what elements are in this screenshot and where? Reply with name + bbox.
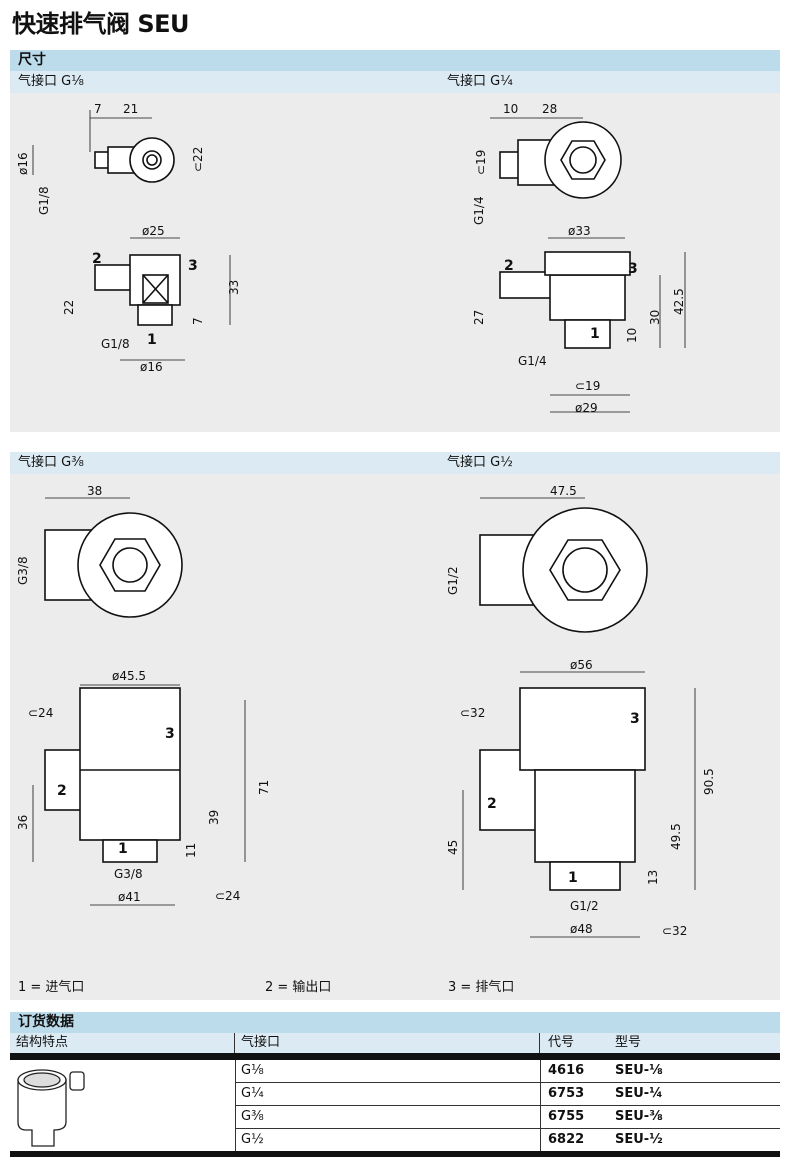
product-image-cell [10,1060,236,1151]
page-title: 快速排气阀 SEU [12,10,190,38]
port-cell: G¼ [241,1086,264,1101]
type-cell: SEU-⅛ [615,1063,663,1078]
dimensions-section-header: 尺寸 [10,50,780,71]
legend-port-2: 2 = 输出口 [265,980,332,995]
drawing-area-2 [10,474,780,1000]
divider [10,1151,780,1157]
column-divider [540,1060,541,1151]
view-label-g14: 气接口 G¼ [447,74,513,89]
col-header-code: 代号 [548,1035,575,1050]
subheader-row-1: 气接口 G⅛ 气接口 G¼ [10,71,780,93]
legend-port-3: 3 = 排气口 [448,980,515,995]
col-header-type: 型号 [615,1035,642,1050]
table-row: G½ 6822 SEU-½ [235,1129,780,1151]
code-cell: 6822 [548,1132,585,1147]
code-cell: 6753 [548,1086,585,1101]
table-row: G¼ 6753 SEU-¼ [235,1083,780,1106]
code-cell: 4616 [548,1063,585,1078]
col-header-code-type: 代号 型号 [540,1033,780,1053]
port-cell: G½ [241,1132,264,1147]
view-label-g38: 气接口 G⅜ [18,455,84,470]
valve-product-image [17,1069,85,1147]
type-cell: SEU-¼ [615,1086,663,1101]
subheader-row-2: 气接口 G⅜ 气接口 G½ [10,452,780,474]
code-cell: 6755 [548,1109,585,1124]
table-row: G⅜ 6755 SEU-⅜ [235,1106,780,1129]
drawing-area-1 [10,93,780,432]
legend-port-1: 1 = 进气口 [18,980,85,995]
port-cell: G⅜ [241,1109,264,1124]
col-header-design: 结构特点 [10,1033,235,1053]
ordering-section-header: 订货数据 [10,1012,780,1033]
view-label-g12: 气接口 G½ [447,455,513,470]
type-cell: SEU-½ [615,1132,663,1147]
type-cell: SEU-⅜ [615,1109,663,1124]
col-header-port: 气接口 [235,1033,540,1053]
view-label-g18: 气接口 G⅛ [18,74,84,89]
port-cell: G⅛ [241,1063,264,1078]
table-row: G⅛ 4616 SEU-⅛ [235,1060,780,1083]
divider [10,1053,780,1060]
